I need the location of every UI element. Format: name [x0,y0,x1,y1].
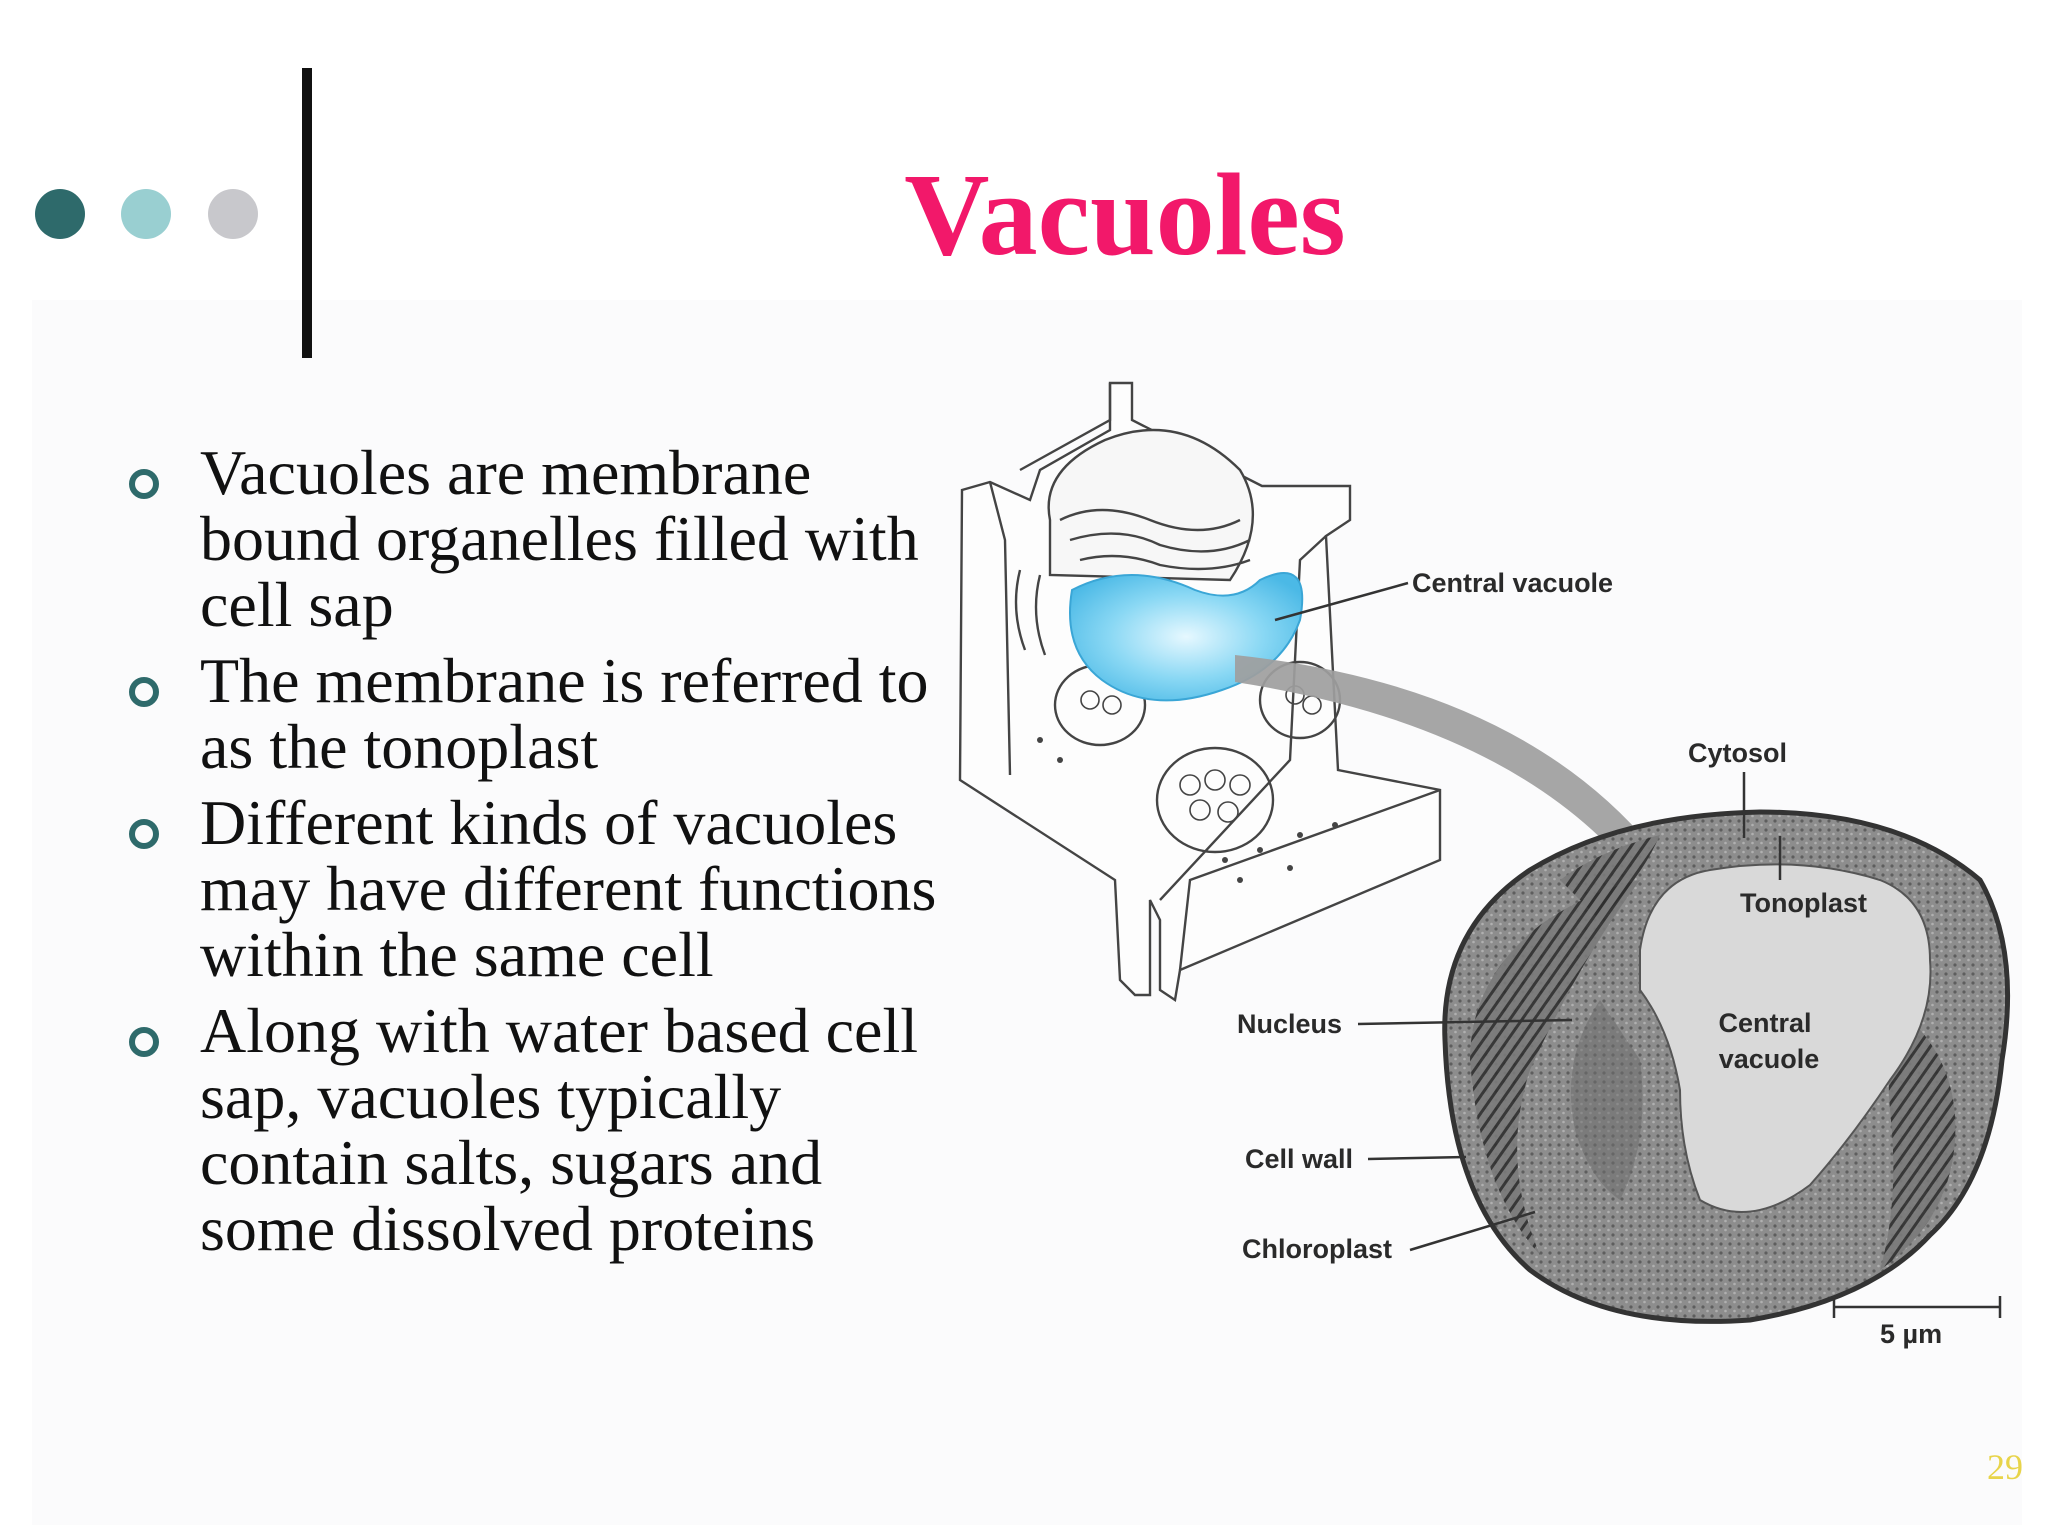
accent-dot-light [121,189,171,239]
bullet-text: Along with water based cell sap, vacuole… [200,995,918,1264]
label-scale-bar: 5 µm [1880,1319,1942,1349]
title-divider [302,68,312,358]
bullet-ring-icon [129,1027,159,1057]
bullet-item: Different kinds of vacuoles may have dif… [120,790,960,988]
bullet-item: The membrane is referred to as the tonop… [120,648,960,780]
micrograph-central-vacuole [1639,863,1932,1213]
bullet-item: Along with water based cell sap, vacuole… [120,998,960,1262]
bullet-text: Different kinds of vacuoles may have dif… [200,787,937,990]
label-cell-wall: Cell wall [1245,1144,1353,1174]
bullet-text: The membrane is referred to as the tonop… [200,645,929,782]
accent-dot-dark [35,189,85,239]
accent-dot-grey [208,189,258,239]
bullet-ring-icon [129,677,159,707]
bullet-text: Vacuoles are membrane bound organelles f… [200,440,919,640]
bullet-ring-icon [129,469,159,499]
label-central-vacuole-line2: vacuole [1719,1044,1820,1074]
bullet-item: Vacuoles are membrane bound organelles f… [120,440,960,638]
micrograph-cell [1442,809,2011,1324]
label-cytosol: Cytosol [1688,738,1787,768]
vacuole-figure: Central vacuole Cytosol Tonoplast Centra… [958,381,2011,1349]
central-vacuole-leader [1274,581,1409,622]
slide-title: Vacuoles [904,149,1346,280]
label-chloroplast: Chloroplast [1242,1234,1392,1264]
label-central-vacuole-top: Central vacuole [1412,568,1613,598]
label-tonoplast: Tonoplast [1740,888,1867,918]
micrograph-leaders [1357,772,2002,1318]
bullet-list: Vacuoles are membrane bound organelles f… [120,440,960,1300]
label-central-vacuole-line1: Central [1718,1008,1811,1038]
label-nucleus: Nucleus [1237,1009,1342,1039]
page-number: 29 [1987,1447,2023,1487]
bullet-ring-icon [129,819,159,849]
